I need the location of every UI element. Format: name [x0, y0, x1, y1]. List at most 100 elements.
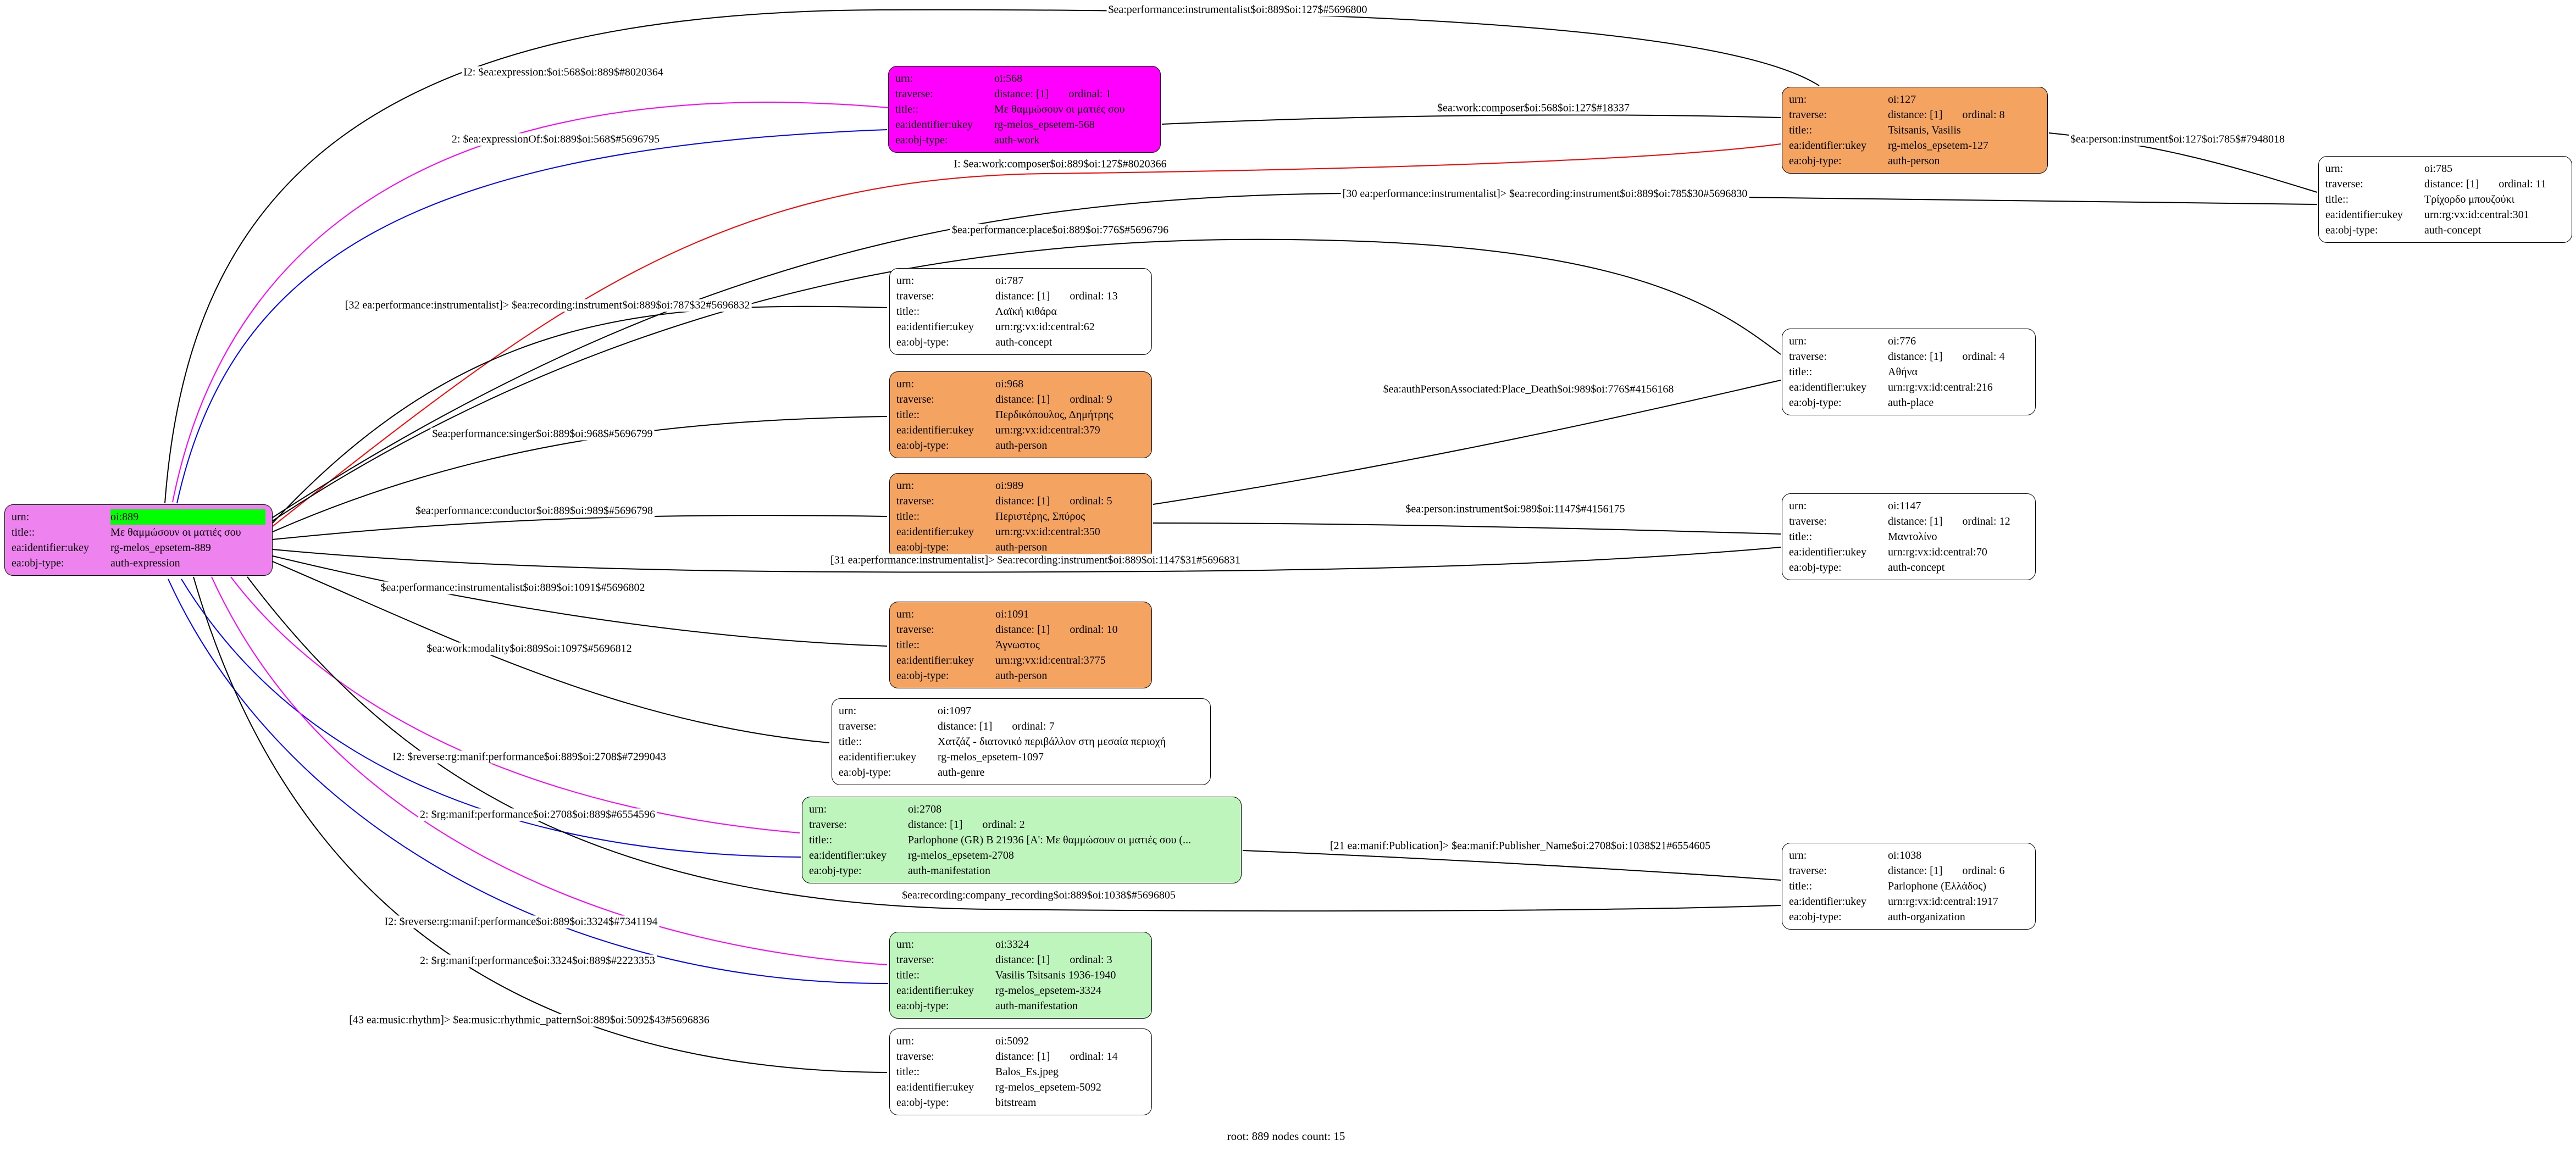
field-value: auth-concept — [1888, 561, 1945, 574]
field-label: urn: — [1789, 849, 1807, 861]
node-field-row: title::Άγνωστος — [896, 637, 1145, 653]
edge-label: I: $ea:work:composer$oi:889$oi:127$#8020… — [952, 158, 1168, 171]
field-value: rg-melos_epsetem-3324 — [995, 985, 1101, 997]
field-value: oi:785 — [2424, 163, 2453, 175]
node-field-row: title::Με θαμμώσουν οι ματιές σου — [12, 525, 265, 540]
node-field-row: traverse:distance: [1]ordinal: 9 — [896, 392, 1145, 407]
field-label: ea:obj-type: — [2325, 224, 2378, 236]
field-value: distance: [1]ordinal: 11 — [2424, 178, 2546, 190]
node-field-row: title::Τρίχορδο μπουζούκι — [2325, 192, 2565, 207]
edge-label: [30 ea:performance:instrumentalist]> $ea… — [1340, 187, 1749, 201]
field-value: auth-concept — [995, 336, 1052, 348]
node-field-row: ea:obj-type: auth-work — [895, 132, 1154, 148]
field-value: auth-manifestation — [995, 1000, 1078, 1012]
node-field-row: ea:obj-type: auth-concept — [896, 335, 1145, 350]
field-label: ea:identifier:ukey — [896, 526, 974, 538]
field-label: ea:obj-type: — [896, 336, 949, 348]
node-field-row: urn:oi:3324 — [896, 937, 1145, 952]
field-label: traverse: — [839, 720, 877, 732]
node-field-row: urn:oi:787 — [896, 273, 1145, 288]
edge-label: [31 ea:performance:instrumentalist]> $ea… — [829, 554, 1242, 567]
edge-performance-instrumentalist-889-1091 — [272, 555, 888, 647]
field-label: ea:obj-type: — [895, 134, 948, 146]
node-field-row: ea:obj-type:auth-person — [896, 668, 1145, 683]
field-value: auth-work — [994, 134, 1040, 146]
node-field-row: ea:identifier:ukey rg-melos_epsetem-5092 — [896, 1080, 1145, 1095]
node-field-row: traverse:distance: [1]ordinal: 5 — [896, 493, 1145, 509]
field-value: distance: [1]ordinal: 10 — [995, 624, 1118, 636]
field-label: title:: — [896, 969, 920, 981]
edge-manif-publisher-2708-1038 — [1242, 850, 1781, 881]
field-value: rg-melos_epsetem-889 — [110, 542, 211, 554]
edge-label: $ea:person:instrument$oi:127$oi:785$#794… — [2069, 133, 2286, 146]
field-value: urn:rg:vx:id:central:350 — [995, 526, 1100, 538]
node-field-row: ea:obj-type:auth-organization — [1789, 909, 2029, 925]
field-label: traverse: — [896, 393, 934, 405]
node-field-row: urn:oi:1147 — [1789, 498, 2029, 514]
field-value: Balos_Es.jpeg — [995, 1066, 1059, 1078]
field-label: traverse: — [1789, 865, 1827, 877]
node-field-row: ea:identifier:ukey urn:rg:vx:id:central:3… — [896, 524, 1145, 540]
edge-label: $ea:work:modality$oi:889$oi:1097$#569681… — [425, 642, 634, 655]
field-value: distance: [1]ordinal: 6 — [1888, 865, 2005, 877]
field-label: ea:identifier:ukey — [896, 424, 974, 436]
field-value: auth-person — [995, 440, 1048, 452]
field-label: ea:identifier:ukey — [896, 1081, 974, 1093]
edge-label: I2: $ea:expression:$oi:568$oi:889$#80203… — [462, 66, 665, 79]
node-field-row: urn:oi:127 — [1789, 92, 2041, 107]
field-label: title:: — [1789, 124, 1813, 136]
field-label: title:: — [1789, 366, 1813, 378]
root-caption: root: 889 nodes count: 15 — [1227, 1130, 1345, 1143]
field-value: rg-melos_epsetem-5092 — [995, 1081, 1101, 1093]
field-value: Άγνωστος — [995, 639, 1040, 651]
field-label: title:: — [839, 736, 862, 748]
field-value: auth-organization — [1888, 911, 1965, 923]
edge-label: $ea:performance:place$oi:889$oi:776$#569… — [950, 224, 1171, 237]
node-field-row: urn:oi:889 — [12, 509, 265, 525]
edge-label: $ea:performance:instrumentalist$oi:889$o… — [379, 581, 647, 594]
node-field-row: title::Parlophone (Ελλάδος) — [1789, 878, 2029, 894]
field-value: distance: [1]ordinal: 13 — [995, 290, 1118, 302]
field-value: Με θαμμώσουν οι ματιές σου — [994, 103, 1125, 115]
node-field-row: urn:oi:785 — [2325, 161, 2565, 176]
node-field-row: traverse: distance: [1]ordinal: 7 — [839, 719, 1204, 734]
field-label: ea:identifier:ukey — [809, 849, 887, 861]
field-label: urn: — [1789, 335, 1807, 347]
field-value: oi:5092 — [995, 1035, 1029, 1047]
field-value: rg-melos_epsetem-568 — [994, 119, 1095, 131]
edge-place-death-989-776 — [1153, 380, 1781, 505]
field-value: distance: [1]ordinal: 7 — [938, 720, 1055, 732]
field-label: ea:identifier:ukey — [1789, 140, 1867, 152]
edge-label: [43 ea:music:rhythm]> $ea:music:rhythmic… — [347, 1014, 711, 1027]
node-field-row: traverse:distance: [1]ordinal: 8 — [1789, 107, 2041, 123]
node-field-row: traverse:distance: [1]ordinal: 11 — [2325, 176, 2565, 192]
field-value: oi:968 — [995, 378, 1024, 390]
node-field-row: title::Περδικόπουλος, Δημήτρης — [896, 407, 1145, 422]
node-field-row: ea:obj-type:auth-manifestation — [809, 863, 1234, 878]
field-value: distance: [1]ordinal: 1 — [994, 88, 1111, 100]
field-value: auth-concept — [2424, 224, 2481, 236]
field-label: title:: — [1789, 880, 1813, 892]
node-field-row: ea:obj-type:bitstream — [896, 1095, 1145, 1110]
